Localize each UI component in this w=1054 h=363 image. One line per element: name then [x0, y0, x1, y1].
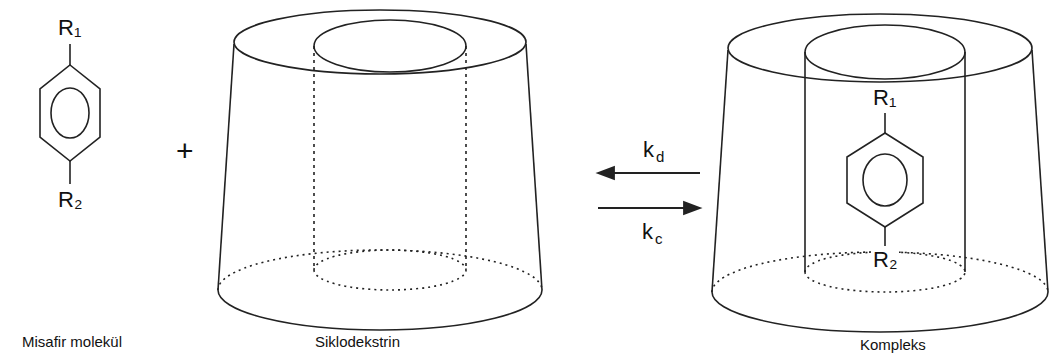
plus-sign: + [176, 134, 194, 167]
substituent-label: R₂ [871, 248, 899, 272]
caption-label: Kompleks [860, 337, 926, 354]
rate-constant: k [643, 138, 654, 162]
rate-subscript: c [655, 231, 663, 248]
substituent-label: R₂ [58, 188, 82, 212]
substituent-label: R₁ [58, 16, 81, 40]
rate-subscript: d [656, 149, 664, 166]
caption-label: Siklodekstrin [315, 334, 400, 351]
guest-benzene [40, 44, 100, 184]
equilibrium-arrows [598, 167, 700, 214]
complex-cone [712, 14, 1048, 332]
caption-label: Misafir molekül [22, 334, 122, 351]
rate-constant: k [642, 220, 653, 244]
cyclodextrin-cone [218, 10, 542, 330]
substituent-label: R₁ [871, 86, 898, 110]
